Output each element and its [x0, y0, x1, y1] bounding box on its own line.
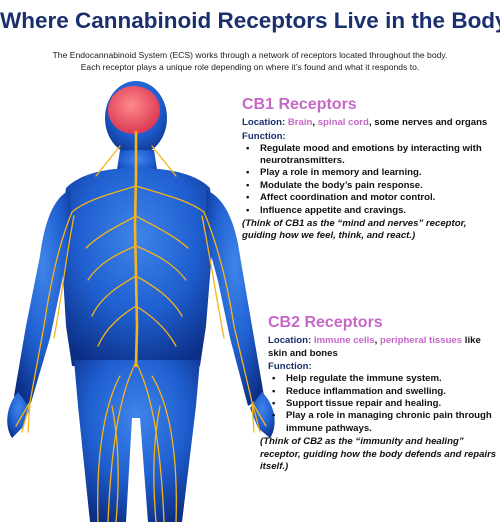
- cb2-location-immune-cells: Immune cells: [313, 335, 375, 346]
- list-item: Reduce inflammation and swelling.: [268, 386, 500, 399]
- list-item: Play a role in memory and learning.: [242, 167, 500, 180]
- nerve-network: [15, 130, 267, 522]
- brain-highlight: [108, 86, 160, 134]
- cb1-function-list: Regulate mood and emotions by interactin…: [242, 143, 500, 218]
- cb2-location-sep: ,: [374, 335, 380, 346]
- cb1-function-label: Function:: [242, 130, 286, 142]
- list-item: Regulate mood and emotions by interactin…: [242, 143, 500, 168]
- list-item: Influence appetite and cravings.: [242, 205, 500, 218]
- cb1-location: Location: Brain, spinal cord, some nerve…: [242, 117, 500, 130]
- cb1-heading: CB1 Receptors: [242, 96, 357, 113]
- cb2-panel: CB2 Receptors Location: Immune cells, pe…: [260, 312, 500, 473]
- cb2-location-label: Location:: [268, 335, 312, 346]
- body-silhouette: [7, 81, 275, 522]
- nervous-system-illustration: [7, 81, 275, 522]
- cb1-note: (Think of CB1 as the “mind and nerves” r…: [242, 218, 467, 242]
- cb2-location: Location: Immune cells, peripheral tissu…: [268, 335, 500, 360]
- list-item: Support tissue repair and healing.: [268, 398, 500, 411]
- intro-line-2: Each receptor plays a unique role depend…: [80, 62, 420, 73]
- cb1-location-rest: , some nerves and organs: [368, 117, 488, 128]
- list-item: Play a role in managing chronic pain thr…: [268, 410, 500, 435]
- cb2-location-rest: like skin and bones: [268, 335, 481, 359]
- intro-line-1: The Endocannabinoid System (ECS) works t…: [52, 50, 448, 60]
- cb1-panel: CB1 Receptors Location: Brain, spinal co…: [242, 94, 500, 243]
- cb1-location-sep: ,: [312, 117, 318, 128]
- cb2-function-label: Function:: [268, 361, 312, 373]
- cb2-location-peripheral-tissues: peripheral tissues: [379, 335, 463, 346]
- cb1-location-spinal-cord: spinal cord: [317, 117, 369, 128]
- list-item: Help regulate the immune system.: [268, 373, 500, 386]
- cb2-heading: CB2 Receptors: [268, 314, 383, 331]
- cb2-function-list: Help regulate the immune system. Reduce …: [268, 373, 500, 435]
- list-item: Affect coordination and motor control.: [242, 192, 500, 205]
- cb1-location-label: Location:: [242, 117, 286, 128]
- cb2-note: (Think of CB2 as the “immunity and heali…: [260, 436, 497, 473]
- page-title: Where Cannabinoid Receptors Live in the …: [0, 8, 500, 33]
- intro-text: The Endocannabinoid System (ECS) works t…: [18, 49, 482, 73]
- list-item: Modulate the body’s pain response.: [242, 180, 500, 193]
- cb1-location-brain: Brain: [287, 117, 313, 128]
